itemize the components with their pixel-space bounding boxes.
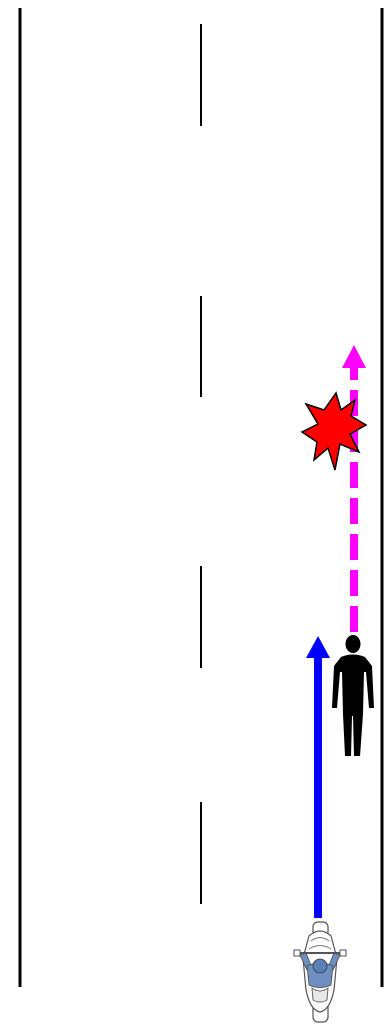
motorcycle-top-view-icon (293, 921, 347, 1023)
motorcycle-path-arrowhead (306, 636, 330, 658)
pedestrian-silhouette-icon (332, 635, 374, 756)
pedestrian-path-arrow (342, 345, 366, 632)
motorcycle-path-arrow (306, 636, 330, 918)
pedestrian-path-arrowhead (342, 345, 366, 368)
collision-starburst-icon (300, 391, 368, 471)
